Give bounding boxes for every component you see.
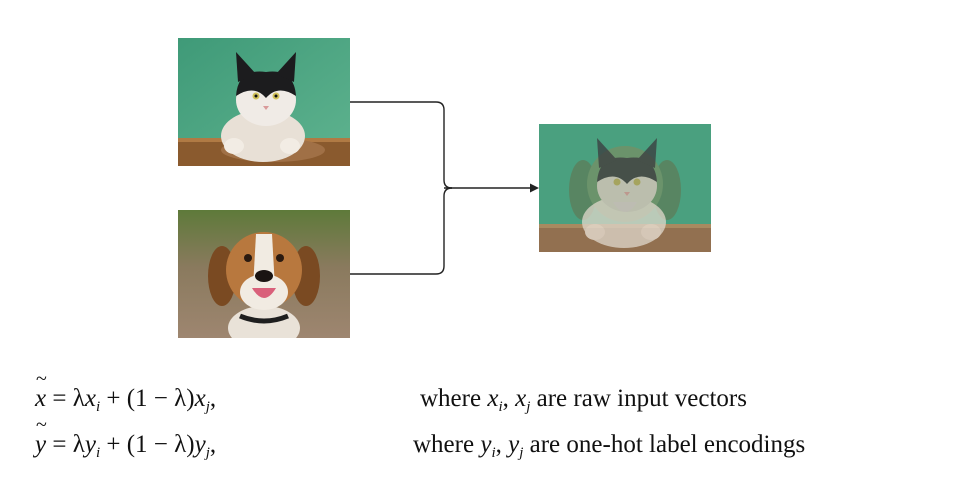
equation-x-formula: x = λxi + (1 − λ)xj,	[35, 368, 216, 415]
x-tilde-symbol: x	[35, 368, 47, 413]
equation-x-note: where xi, xj are raw input vectors	[420, 385, 747, 415]
cat-photo	[178, 38, 350, 166]
arrow-right-icon	[530, 183, 539, 193]
dog-branch-line	[350, 187, 453, 275]
y-tilde-symbol: y	[35, 414, 47, 459]
dog-photo	[178, 210, 350, 338]
cat-branch-line	[350, 101, 453, 189]
mixed-cat-dog-photo	[539, 124, 711, 252]
equation-y-note: where yi, yj are one-hot label encodings	[413, 431, 806, 461]
equation-y-formula: y = λyi + (1 − λ)yj,	[35, 414, 216, 461]
